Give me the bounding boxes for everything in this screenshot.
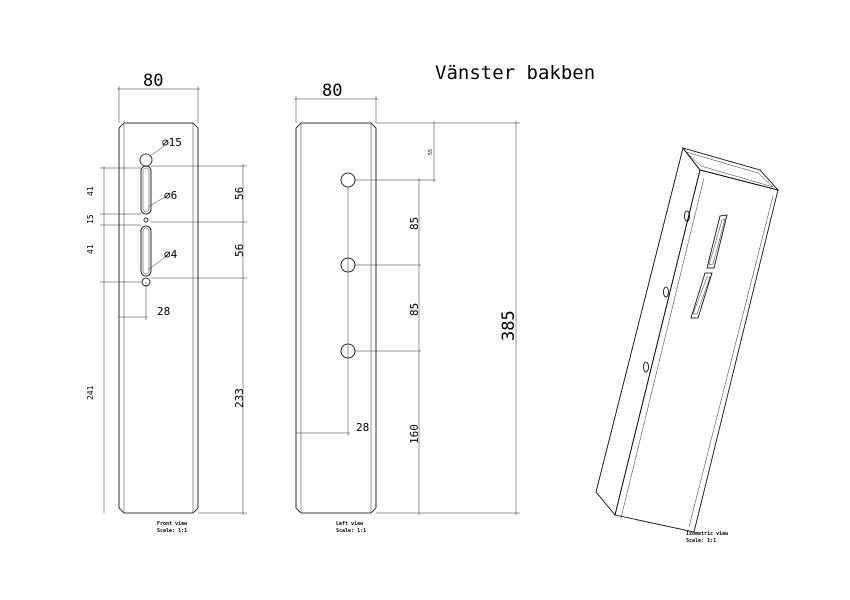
left-view-outline: [295, 122, 377, 514]
left-view: 80 55 85 85 160 28 385 Left view Scale: …: [294, 81, 520, 534]
iso-left-face: [595, 147, 701, 516]
front-dim-56-lower: 56: [233, 244, 246, 257]
left-view-caption: Left view: [336, 521, 364, 527]
front-dim-41-upper: 41: [86, 186, 95, 196]
front-dim-28: 28: [157, 305, 170, 318]
left-view-scale: Scale: 1:1: [336, 528, 366, 534]
iso-view-caption: Isometric view: [686, 531, 729, 537]
iso-hole-bottom: [643, 361, 649, 373]
isometric-view: Isometric view Scale: 1:1: [595, 147, 780, 544]
front-view-scale: Scale: 1:1: [157, 528, 187, 534]
front-slot-lower: [140, 225, 152, 277]
front-view: 80 ⌀15 ⌀6 ⌀4 41 15 41 241 56 56 233 28 F…: [86, 71, 247, 534]
front-slot-upper: [140, 165, 152, 215]
front-dia-6: ⌀6: [164, 189, 177, 202]
front-width-dim: 80: [143, 71, 163, 91]
front-dim-241: 241: [86, 385, 95, 400]
front-dim-15: 15: [86, 214, 95, 224]
left-hole-top: [340, 172, 356, 188]
iso-view-scale: Scale: 1:1: [686, 538, 716, 544]
left-dim-385: 385: [499, 310, 519, 341]
left-dim-85-lower: 85: [408, 303, 421, 316]
front-dim-233: 233: [233, 388, 246, 408]
front-dia-4: ⌀4: [164, 248, 178, 261]
left-dim-160: 160: [408, 424, 421, 444]
front-dim-41-lower: 41: [86, 244, 95, 254]
left-dim-85-upper: 85: [408, 217, 421, 230]
iso-top-face: [681, 147, 780, 191]
iso-hole-middle: [663, 286, 669, 298]
front-dia-15: ⌀15: [162, 136, 182, 149]
left-width-dim: 80: [322, 81, 342, 101]
front-view-caption: Front view: [157, 521, 188, 527]
front-hole-middle: [143, 217, 149, 223]
left-dim-top: 55: [428, 149, 434, 155]
drawing-title: Vänster bakben: [435, 62, 595, 84]
left-dim-28: 28: [356, 421, 369, 434]
front-view-outline: [118, 122, 199, 514]
iso-hole-top: [684, 210, 690, 222]
iso-front-face: [614, 169, 779, 533]
iso-slot-lower: [690, 272, 713, 319]
iso-slot-upper: [706, 214, 728, 269]
front-dim-56-upper: 56: [233, 187, 246, 200]
